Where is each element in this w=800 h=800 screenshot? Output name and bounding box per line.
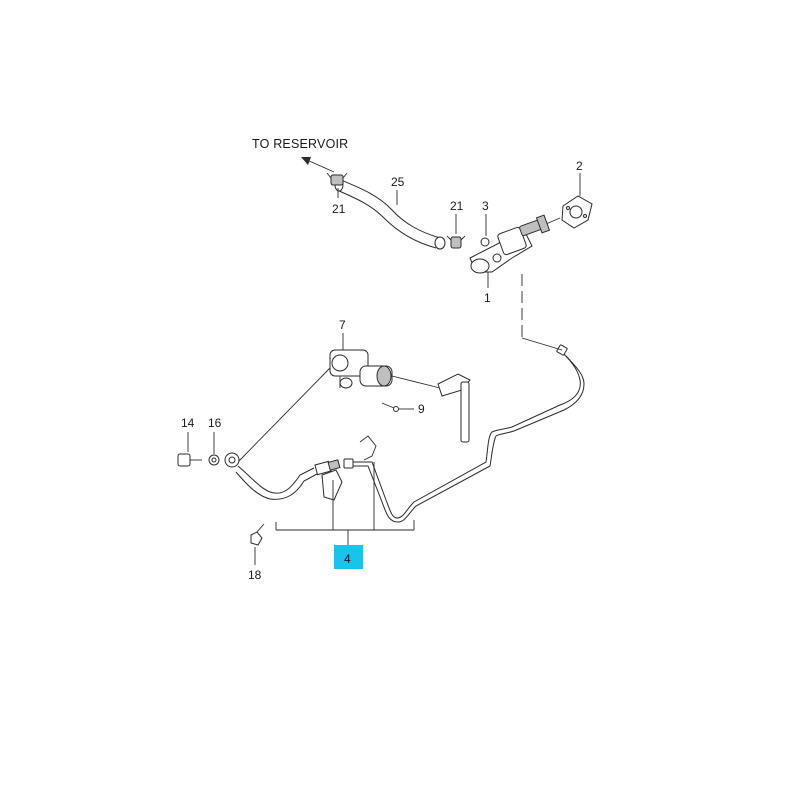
bracket-bolt — [250, 523, 265, 546]
callout-4-highlight — [334, 545, 363, 569]
to-reservoir-label: TO RESERVOIR — [252, 137, 348, 151]
callout-2: 2 — [576, 159, 583, 173]
hose-clamp-left — [326, 172, 348, 186]
callout-21b: 21 — [450, 199, 464, 213]
slave-guide-line — [237, 367, 331, 463]
callout-16: 16 — [208, 416, 222, 430]
callout-18: 18 — [248, 568, 262, 582]
callout-21a: 21 — [332, 202, 346, 216]
callout-1: 1 — [484, 291, 491, 305]
callout-4-group-bracket — [275, 462, 415, 545]
callout-25: 25 — [391, 175, 405, 189]
sealing-washer — [208, 454, 220, 466]
clutch-slave-cylinder — [329, 349, 471, 443]
reservoir-arrow-icon — [301, 157, 335, 173]
clutch-flex-hose — [224, 452, 341, 500]
callout-9: 9 — [418, 402, 425, 416]
o-ring — [480, 237, 490, 247]
callout-14: 14 — [181, 416, 195, 430]
banjo-bolt — [177, 453, 202, 467]
hose-clamp-right — [446, 235, 466, 249]
hose-bracket — [321, 435, 377, 501]
mounting-gasket — [561, 195, 593, 229]
callout-3: 3 — [482, 199, 489, 213]
callout-4: 4 — [344, 552, 351, 566]
slave-cylinder-bolt — [381, 402, 399, 412]
callout-7: 7 — [339, 318, 346, 332]
clutch-master-cylinder — [469, 214, 561, 274]
reservoir-hose — [334, 178, 446, 250]
clutch-hydraulic-pipe — [343, 337, 585, 523]
